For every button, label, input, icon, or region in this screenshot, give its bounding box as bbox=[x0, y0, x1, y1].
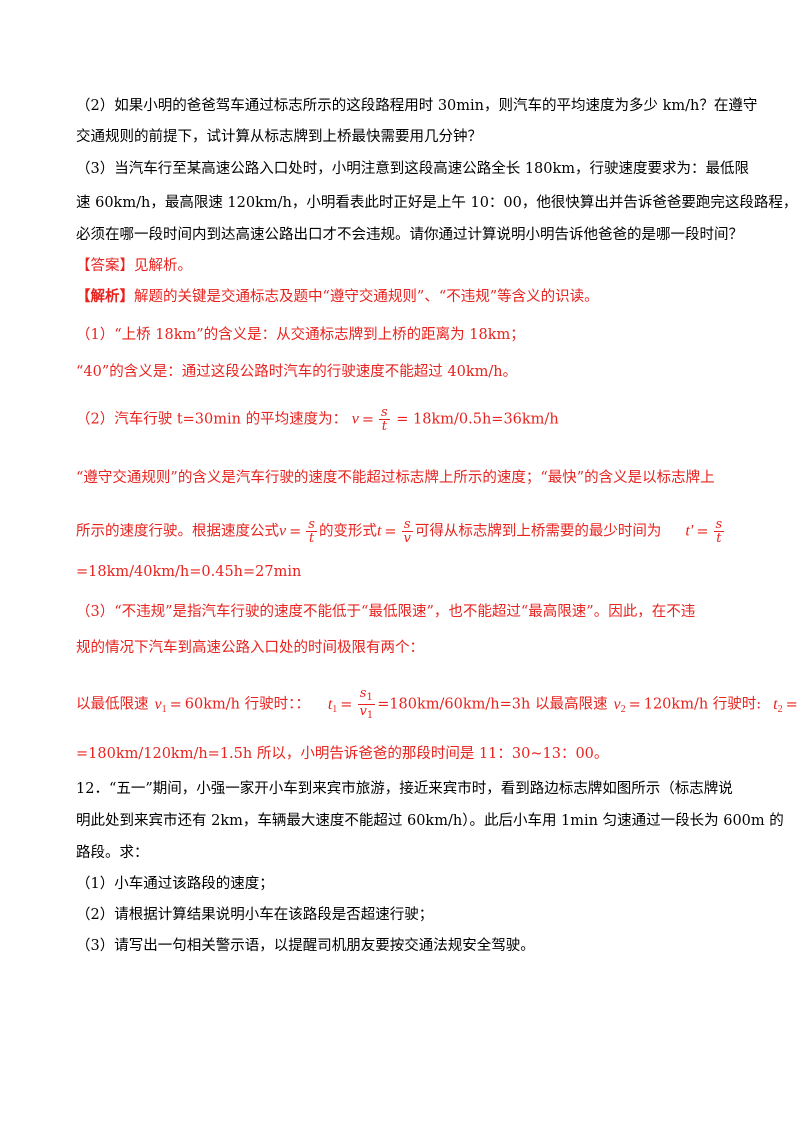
answer-2b-line-1: “遵守交通规则”的含义是汽车行驶的速度不能超过标志牌上所示的速度；“最快”的含义… bbox=[76, 470, 715, 486]
symbol-s: s bbox=[359, 686, 367, 701]
formula-equals: = bbox=[785, 696, 798, 713]
formula-v1: v1 bbox=[154, 695, 167, 715]
subscript-2: 2 bbox=[620, 703, 626, 715]
fraction-denominator: t bbox=[308, 531, 315, 546]
question-2-line-2: 交通规则的前提下，试计算从标志牌到上桥最快需要用几分钟？ bbox=[76, 129, 482, 145]
question-12-line-1: 12．“五一”期间，小强一家开小车到来宾市旅游，接近来宾市时，看到路边标志牌如图… bbox=[76, 781, 733, 797]
formula-v2: v2 bbox=[613, 695, 626, 715]
formula-v: v bbox=[351, 410, 359, 428]
question-12-line-2: 明此处到来宾市还有 2km，车辆最大速度不能超过 60km/h）。此后小车用 1… bbox=[76, 813, 784, 829]
formula-t1: t1 bbox=[327, 695, 338, 715]
question-12-sub-2: （2）请根据计算结果说明小车在该路段是否超速行驶； bbox=[76, 907, 434, 923]
fraction-numerator: s bbox=[401, 517, 413, 532]
fraction-numerator: s bbox=[378, 405, 390, 420]
fraction-denominator: t bbox=[381, 419, 387, 434]
subscript-2: 2 bbox=[777, 703, 783, 715]
symbol-v: v bbox=[154, 695, 162, 713]
fraction-numerator: s bbox=[713, 517, 725, 532]
answer-3-text-a: 以最低限速 bbox=[76, 696, 149, 713]
answer-2b-line-3: =18km/40km/h=0.45h=27min bbox=[76, 564, 302, 580]
formula-equals: = bbox=[361, 411, 374, 428]
formula-equals: = bbox=[696, 523, 709, 540]
symbol-v: v bbox=[359, 704, 367, 719]
formula-t2: t2 bbox=[773, 695, 783, 715]
formula-equals: = bbox=[628, 696, 641, 713]
fraction-numerator: s bbox=[306, 517, 317, 532]
answer-1-line-2: “40”的含义是：通过这段公路时汽车的行驶速度不能超过 40km/h。 bbox=[76, 364, 518, 380]
answer-line: 【答案】见解析。 bbox=[76, 258, 192, 274]
subscript-1: 1 bbox=[161, 703, 167, 715]
subscript-1: 1 bbox=[332, 703, 338, 715]
formula-equals: = bbox=[169, 696, 182, 713]
analysis-text: 解题的关键是交通标志及题中“遵守交通规则”、“不违规”等含义的识读。 bbox=[134, 289, 599, 305]
analysis-tag: 【解析】 bbox=[76, 288, 134, 305]
answer-2b-text-b: 的变形式 bbox=[318, 523, 377, 540]
answer-3-line-2: 规的情况下汽车到高速公路入口处的时间极限有两个： bbox=[76, 640, 424, 656]
answer-3-line-4: =180km/120km/h=1.5h 所以，小明告诉爸爸的那段时间是 11：3… bbox=[76, 746, 609, 762]
fraction-denominator: t bbox=[716, 531, 722, 546]
answer-2b-text-c: 可得从标志牌到上桥需要的最少时间为 bbox=[414, 523, 662, 540]
subscript-1: 1 bbox=[366, 692, 373, 703]
question-12-sub-3: （3）请写出一句相关警示语，以提醒司机朋友要按交通法规安全驾驶。 bbox=[76, 938, 535, 954]
question-2-line-1: （2）如果小明的爸爸驾车通过标志所示的这段路程用时 30min，则汽车的平均速度… bbox=[76, 98, 758, 114]
formula-equals: = bbox=[340, 696, 353, 713]
symbol-t: t bbox=[773, 695, 778, 713]
answer-2-result: = 18km/0.5h=36km/h bbox=[396, 411, 559, 428]
answer-3-text-d: 120km/h 行驶时: bbox=[643, 696, 762, 713]
answer-2-prefix: （2）汽车行驶 t=30min 的平均速度为： bbox=[76, 411, 348, 428]
formula-equals: = bbox=[384, 523, 397, 540]
fraction-numerator: s1 bbox=[357, 686, 375, 705]
answer-2b-text-a: 所示的速度行驶。根据速度公式 bbox=[76, 523, 279, 540]
answer-1-line-1: （1）“上桥 18km”的含义是：从交通标志牌到上桥的距离为 18km； bbox=[76, 327, 525, 343]
subscript-1: 1 bbox=[366, 710, 374, 721]
formula-t: t bbox=[376, 522, 382, 540]
fraction-denominator: v bbox=[403, 531, 411, 546]
formula-t-prime: t′ bbox=[685, 522, 694, 540]
formula-v: v bbox=[279, 522, 287, 540]
fraction-denominator: v1 bbox=[357, 705, 375, 722]
question-3-line-3: 必须在哪一段时间内到达高速公路出口才不会违规。请你通过计算说明小明告诉他爸爸的是… bbox=[76, 227, 743, 243]
symbol-v: v bbox=[613, 695, 621, 713]
answer-3-text-c: =180km/60km/h=3h 以最高限速 bbox=[377, 696, 608, 713]
answer-3-line-1: （3）“不违规”是指汽车行驶的速度不能低于“最低限速”，也不能超过“最高限速”。… bbox=[76, 604, 696, 620]
analysis-line: 【解析】解题的关键是交通标志及题中“遵守交通规则”、“不违规”等含义的识读。 bbox=[76, 287, 599, 307]
question-3-line-2: 速 60km/h，最高限速 120km/h，小明看表此时正好是上午 10：00，… bbox=[76, 195, 798, 211]
question-12-line-3: 路段。求： bbox=[76, 845, 149, 861]
question-3-line-1: （3）当汽车行至某高速公路入口处时，小明注意到这段高速公路全长 180km，行驶… bbox=[76, 161, 750, 177]
answer-3-text-b: 60km/h 行驶时：： bbox=[184, 696, 310, 713]
question-12-sub-1: （1）小车通过该路段的速度； bbox=[76, 876, 274, 892]
symbol-t: t bbox=[327, 695, 333, 713]
formula-equals: = bbox=[289, 523, 302, 540]
